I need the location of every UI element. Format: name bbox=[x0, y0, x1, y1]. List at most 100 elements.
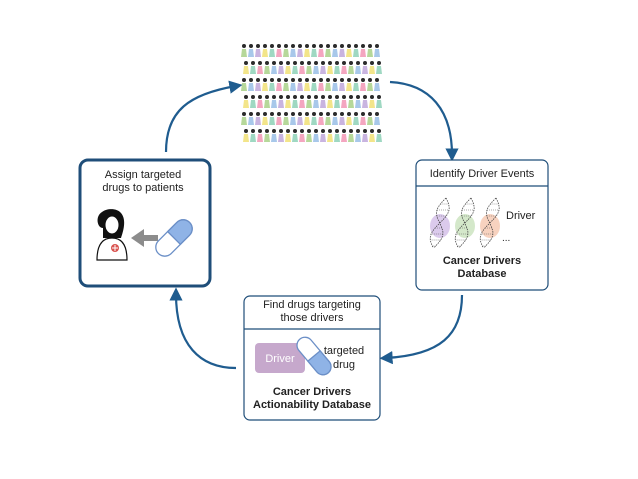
driver-label: Driver bbox=[506, 210, 536, 222]
crowd-person-head bbox=[249, 44, 253, 48]
crowd-person-head bbox=[363, 129, 367, 133]
crowd-person-body bbox=[341, 100, 347, 108]
crowd-person-head bbox=[279, 61, 283, 65]
crowd-person-body bbox=[311, 83, 317, 91]
crowd-person-body bbox=[325, 49, 331, 57]
crowd-person-body bbox=[339, 117, 345, 125]
crowd-person-body bbox=[334, 134, 340, 142]
drug-label-line2: drug bbox=[333, 359, 355, 371]
crowd-person-body bbox=[285, 66, 291, 74]
crowd-person-head bbox=[312, 78, 316, 82]
crowd-person-head bbox=[291, 44, 295, 48]
crowd-person-head bbox=[291, 78, 295, 82]
crowd-person-head bbox=[342, 129, 346, 133]
crowd-person-head bbox=[272, 61, 276, 65]
crowd-person-body bbox=[243, 100, 249, 108]
crowd-person-body bbox=[348, 100, 354, 108]
crowd-person-body bbox=[318, 49, 324, 57]
crowd-person-head bbox=[258, 95, 262, 99]
crowd-person-body bbox=[369, 100, 375, 108]
crowd-person-body bbox=[257, 134, 263, 142]
crowd-person-body bbox=[369, 134, 375, 142]
people-crowd-icon bbox=[241, 44, 382, 142]
crowd-person-body bbox=[248, 49, 254, 57]
arrow-assign-to-crowd bbox=[164, 80, 243, 153]
crowd-person-body bbox=[367, 83, 373, 91]
crowd-person-body bbox=[292, 66, 298, 74]
crowd-person-body bbox=[362, 100, 368, 108]
crowd-person-body bbox=[262, 49, 268, 57]
crowd-person-head bbox=[300, 95, 304, 99]
crowd-person-head bbox=[326, 44, 330, 48]
crowd-person-body bbox=[278, 100, 284, 108]
crowd-person-head bbox=[258, 61, 262, 65]
crowd-person-body bbox=[285, 100, 291, 108]
crowd-person-head bbox=[356, 61, 360, 65]
crowd-person-head bbox=[321, 129, 325, 133]
crowd-person-body bbox=[318, 83, 324, 91]
crowd-person-head bbox=[312, 44, 316, 48]
crowd-person-head bbox=[328, 95, 332, 99]
crowd-person-head bbox=[286, 95, 290, 99]
crowd-person-body bbox=[369, 66, 375, 74]
crowd-person-body bbox=[306, 100, 312, 108]
crowd-person-body bbox=[297, 83, 303, 91]
crowd-person-body bbox=[283, 117, 289, 125]
crowd-person-body bbox=[332, 49, 338, 57]
crowd-person-body bbox=[360, 49, 366, 57]
crowd-person-head bbox=[370, 95, 374, 99]
assign-title-line1: Assign targeted bbox=[105, 169, 181, 181]
crowd-person-body bbox=[278, 66, 284, 74]
crowd-person-head bbox=[279, 95, 283, 99]
crowd-person-head bbox=[326, 112, 330, 116]
crowd-person-head bbox=[363, 95, 367, 99]
crowd-person-body bbox=[362, 66, 368, 74]
crowd-person-body bbox=[257, 100, 263, 108]
crowd-person-head bbox=[242, 78, 246, 82]
crowd-person-body bbox=[355, 66, 361, 74]
crowd-person-body bbox=[271, 134, 277, 142]
crowd-person-body bbox=[355, 134, 361, 142]
crowd-person-body bbox=[348, 134, 354, 142]
crowd-person-head bbox=[347, 44, 351, 48]
crowd-person-head bbox=[354, 78, 358, 82]
crowd-person-body bbox=[376, 134, 382, 142]
find-title-line1: Find drugs targeting bbox=[263, 299, 361, 311]
crowd-person-body bbox=[320, 66, 326, 74]
crowd-person-body bbox=[304, 117, 310, 125]
capsule-icon bbox=[296, 336, 332, 376]
crowd-person-body bbox=[346, 83, 352, 91]
crowd-person-body bbox=[243, 66, 249, 74]
crowd-person-body bbox=[241, 83, 247, 91]
crowd-person-head bbox=[340, 112, 344, 116]
crowd-person-head bbox=[300, 129, 304, 133]
crowd-person-body bbox=[299, 100, 305, 108]
crowd-person-head bbox=[244, 61, 248, 65]
crowd-person-body bbox=[348, 66, 354, 74]
crowd-person-head bbox=[242, 44, 246, 48]
crowd-person-body bbox=[257, 66, 263, 74]
crowd-person-body bbox=[334, 100, 340, 108]
ellipsis-label: ... bbox=[502, 233, 510, 244]
crowd-person-head bbox=[319, 44, 323, 48]
crowd-person-head bbox=[298, 44, 302, 48]
crowd-person-body bbox=[318, 117, 324, 125]
crowd-person-body bbox=[320, 100, 326, 108]
crowd-person-body bbox=[255, 117, 261, 125]
crowd-person-body bbox=[341, 134, 347, 142]
assign-title-line2: drugs to patients bbox=[102, 182, 184, 194]
dna-highlight bbox=[480, 214, 500, 238]
crowd-person-head bbox=[321, 61, 325, 65]
crowd-person-body bbox=[297, 49, 303, 57]
crowd-person-body bbox=[276, 83, 282, 91]
crowd-person-body bbox=[355, 100, 361, 108]
arrow-crowd-to-identify bbox=[389, 80, 459, 162]
crowd-person-body bbox=[360, 117, 366, 125]
crowd-person-head bbox=[349, 95, 353, 99]
crowd-person-head bbox=[375, 78, 379, 82]
dna-strand bbox=[454, 197, 475, 249]
crowd-person-head bbox=[319, 78, 323, 82]
gray-left-arrow-icon bbox=[131, 229, 158, 247]
crowd-person-head bbox=[307, 61, 311, 65]
